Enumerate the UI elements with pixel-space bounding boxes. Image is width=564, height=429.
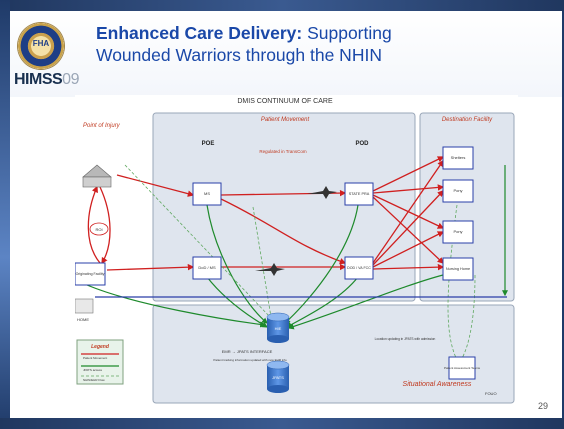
patient-movement-arrows: [87, 156, 445, 271]
dest-pony-node-1: [442, 179, 474, 203]
patient-info-label: Patient tracking information updated wit…: [213, 358, 287, 362]
left-bar: [0, 0, 10, 429]
poe-ms-node: [192, 182, 222, 206]
patient-movement-panel: [152, 112, 416, 302]
pod-dod-label: DOD / VA FCC: [347, 266, 371, 270]
slide-title: Enhanced Care Delivery: Supporting Wound…: [96, 22, 536, 66]
himss-main: HIMSS: [14, 71, 63, 88]
jpats-database-label: JPATS: [272, 375, 284, 380]
title-line2: Wounded Warriors through the NHIN: [96, 45, 382, 65]
originating-facility-label: Originating Facility: [76, 272, 105, 276]
location-label: Location updating in JPATS with admissio…: [375, 337, 436, 341]
patient-assessment-node: [448, 356, 476, 380]
legend-box: [76, 339, 124, 385]
dest-pony-label-1: Pony: [453, 188, 462, 193]
himss-year: 09: [62, 71, 79, 88]
aircraft-icon-1: [307, 186, 337, 199]
dest-pony-node-2: [442, 220, 474, 244]
seal-text: FHA: [32, 39, 50, 48]
emr-interface-label: EMR → JPATS INTERFACE: [222, 349, 273, 354]
continuum-of-care-diagram: DMIS CONTINUUM OF CARE Point of Injury P…: [75, 95, 518, 407]
fha-seal-logo: FHA: [18, 23, 64, 69]
situational-label: Situational Awareness: [403, 381, 472, 388]
diagram-heading: DMIS CONTINUUM OF CARE: [237, 98, 333, 105]
header-background: [10, 11, 562, 97]
destination-label: Destination Facility: [442, 117, 493, 123]
pod-label: POD: [355, 141, 369, 147]
roi-label: ROI: [95, 227, 102, 232]
home-label: HOME: [77, 317, 89, 322]
top-bar: [0, 0, 564, 11]
point-of-injury-label: Point of Injury: [83, 123, 121, 129]
access-dashed-lines: [124, 164, 476, 361]
situational-panel: [152, 304, 515, 404]
legend-title: Legend: [91, 344, 110, 350]
dest-nursing-home-label: Nursing Home: [446, 267, 470, 271]
poe-dod-node: [192, 256, 222, 280]
dest-nursing-home-node: [442, 257, 474, 281]
roi-node: [89, 222, 109, 236]
dest-pony-label-2: Pony: [453, 229, 462, 234]
field-tent-icon: [82, 164, 112, 178]
himss-logo: HIMSS09: [14, 71, 79, 89]
poe-label: POE: [202, 141, 215, 147]
home-icon: [75, 298, 94, 314]
hie-database-label: HIE: [275, 326, 282, 331]
slide-number: 29: [537, 401, 548, 411]
aircraft-icon-2: [255, 263, 285, 276]
poe-ms-label: MS: [204, 191, 210, 196]
title-line1-rest: Supporting: [307, 23, 392, 43]
title-bold: Enhanced Care Delivery:: [96, 23, 303, 43]
legend-item-2: JPATS access: [83, 368, 103, 372]
field-hospital-icon: [82, 176, 112, 188]
poe-dod-label: DoD / MS: [198, 265, 216, 270]
pod-state-node: [344, 182, 374, 206]
legend-item-3: NHIN/EHR Flow: [83, 378, 106, 382]
pod-state-label: STATE PRA: [349, 192, 370, 196]
jpats-database-icon: [266, 360, 290, 393]
dest-shelters-node: [442, 146, 474, 170]
patient-movement-label: Patient Movement: [261, 117, 310, 123]
bottom-bar: [0, 418, 564, 429]
legend-item-1: Patient Movement: [83, 356, 107, 360]
patient-assessment-label: Patient Assessment Teams: [444, 366, 480, 370]
hie-database-icon: [266, 312, 290, 343]
fouo-label: FOUO: [485, 391, 497, 396]
dest-shelters-label: Shelters: [451, 155, 466, 160]
originating-facility-node: [75, 262, 106, 286]
data-flow-arrows: [86, 165, 508, 330]
regulated-label: Regulated in TransCom: [259, 149, 307, 154]
pod-dod-node: [344, 256, 374, 280]
